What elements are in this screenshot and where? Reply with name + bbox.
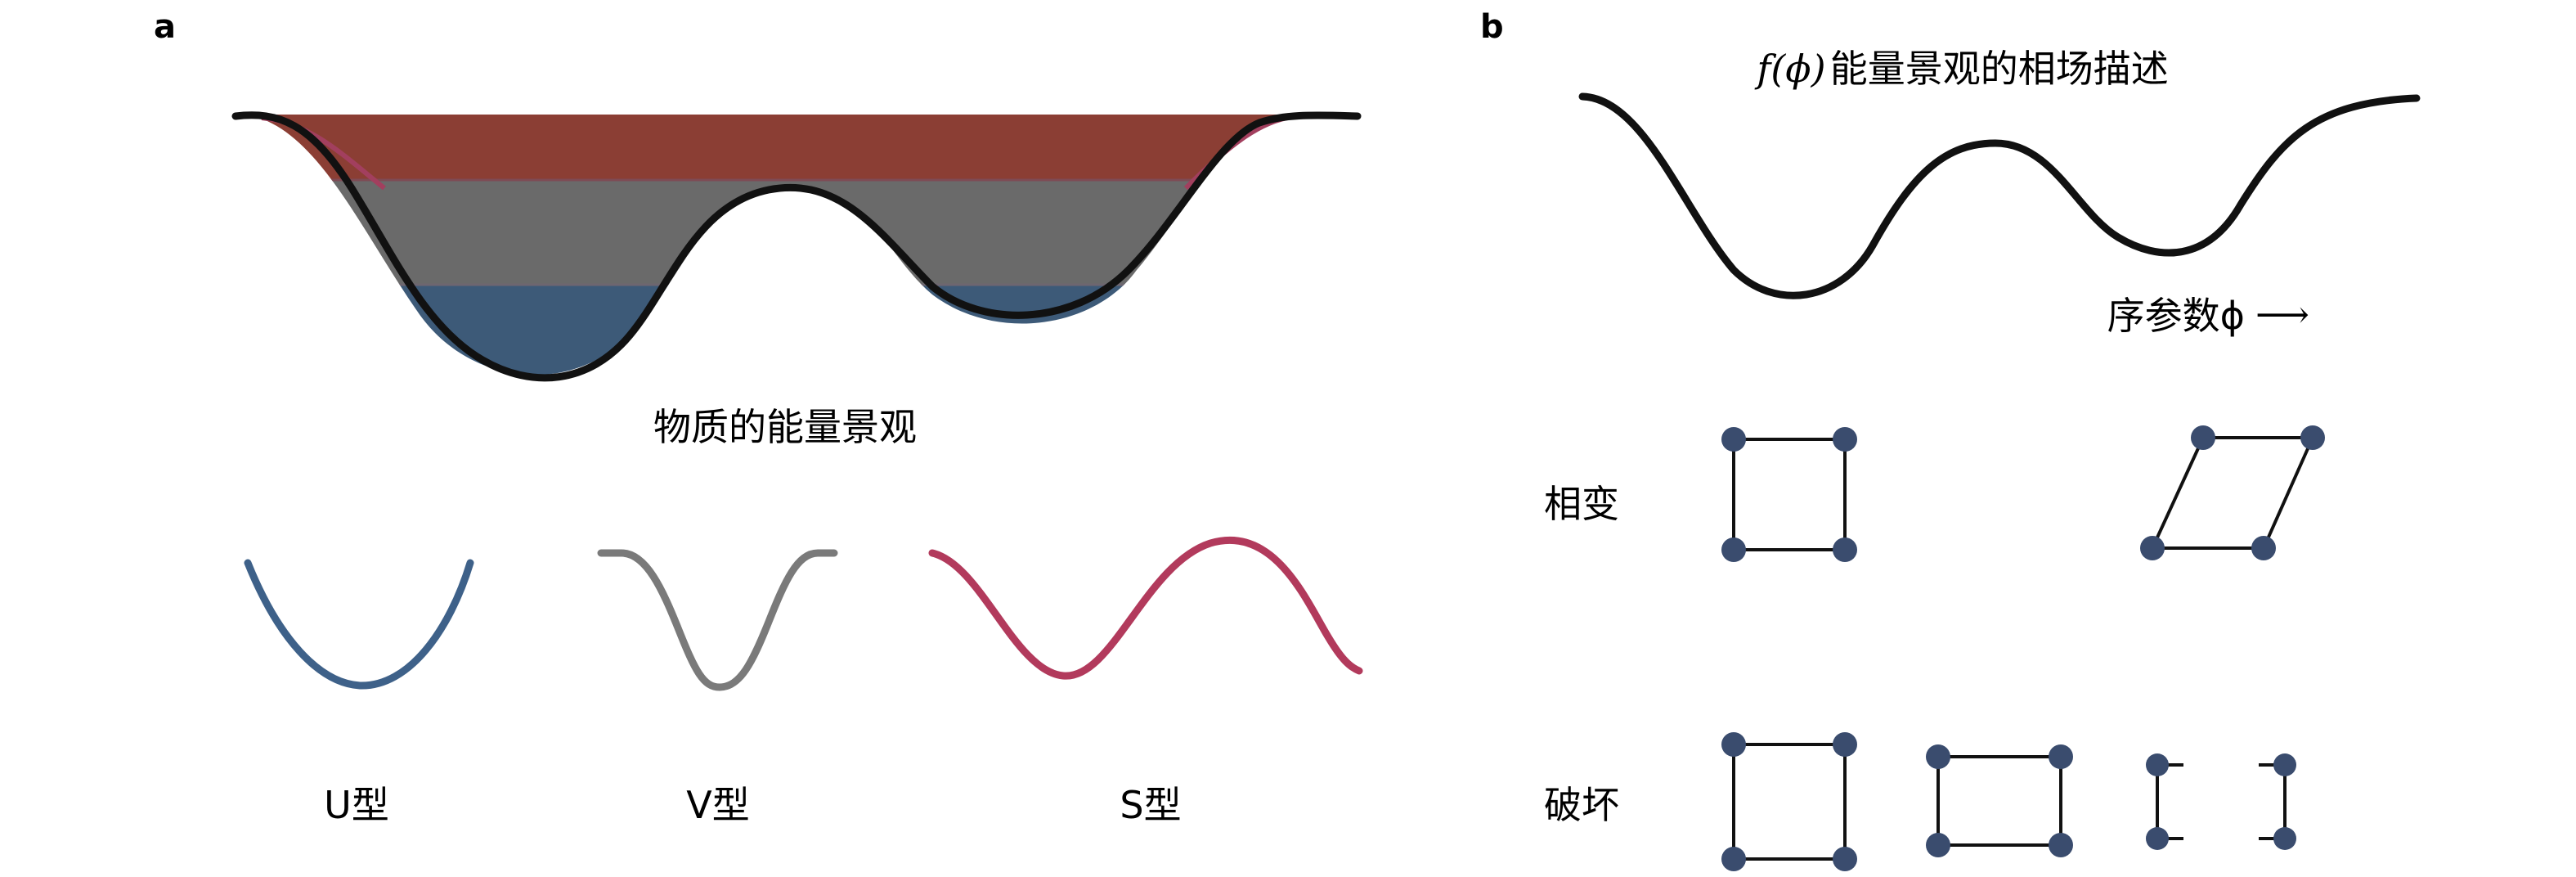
phase-field-title-text: 能量景观的相场描述 <box>1830 47 2169 91</box>
lattice-node <box>1926 833 1950 857</box>
lattice-node <box>2273 753 2296 776</box>
s-shape-curve <box>928 536 1363 680</box>
rhombic-lattice-nodes <box>2140 425 2325 560</box>
fracture-square <box>1732 743 1847 861</box>
lattice-node <box>2273 827 2296 850</box>
lattice-node <box>2300 425 2325 450</box>
band-top <box>237 115 1292 180</box>
broken-lattice-nodes <box>2146 753 2296 850</box>
stretched-rectangle-nodes <box>1926 744 2073 857</box>
row-label-fracture: 破坏 <box>1544 783 1619 827</box>
stretched-rectangle <box>1936 755 2062 847</box>
lattice-node <box>2146 827 2169 850</box>
lattice-node <box>1833 537 1857 562</box>
lattice-node <box>1721 847 1746 871</box>
lattice-node <box>2049 833 2073 857</box>
energy-landscape-curve <box>231 111 1362 382</box>
order-parameter-label: 序参数ϕ <box>2107 294 2245 338</box>
lattice-node <box>1721 732 1746 757</box>
band-bottom <box>237 285 1292 376</box>
landscape-caption: 物质的能量景观 <box>653 405 917 449</box>
lattice-node <box>2146 753 2169 776</box>
square-lattice <box>1732 438 1847 551</box>
u-shape-curve <box>244 559 474 690</box>
v-shape-curve <box>597 549 838 691</box>
lattice-node <box>2049 744 2073 769</box>
lattice-node <box>1926 744 1950 769</box>
v-shape-label: V型 <box>686 783 749 827</box>
lattice-node <box>2191 425 2215 450</box>
row-label-phase-transition: 相变 <box>1544 482 1619 526</box>
lattice-node <box>1833 847 1857 871</box>
phase-field-curve <box>1578 92 2421 299</box>
lattice-node <box>1833 427 1857 452</box>
panel-b-title: f(ϕ) 能量景观的相场描述 <box>1754 47 2168 91</box>
s-shape-label: S型 <box>1120 783 1181 827</box>
rhombic-lattice <box>2151 436 2314 550</box>
square-lattice-nodes <box>1721 427 1857 562</box>
lattice-node <box>1721 427 1746 452</box>
axis-arrow: ⟶ <box>2255 292 2309 336</box>
order-parameter-axis-label: 序参数ϕ <box>2107 294 2245 338</box>
phase-field-function: f(ϕ) <box>1754 47 1825 91</box>
broken-lattice <box>2156 763 2287 840</box>
u-shape-label: U型 <box>324 783 389 827</box>
lattice-node <box>1833 732 1857 757</box>
lattice-node <box>1721 537 1746 562</box>
fracture-square-nodes <box>1721 732 1857 871</box>
lattice-node <box>2251 536 2276 560</box>
panel-b-letter: b <box>1480 8 1504 46</box>
panel-a-letter: a <box>154 8 176 46</box>
lattice-node <box>2140 536 2165 560</box>
